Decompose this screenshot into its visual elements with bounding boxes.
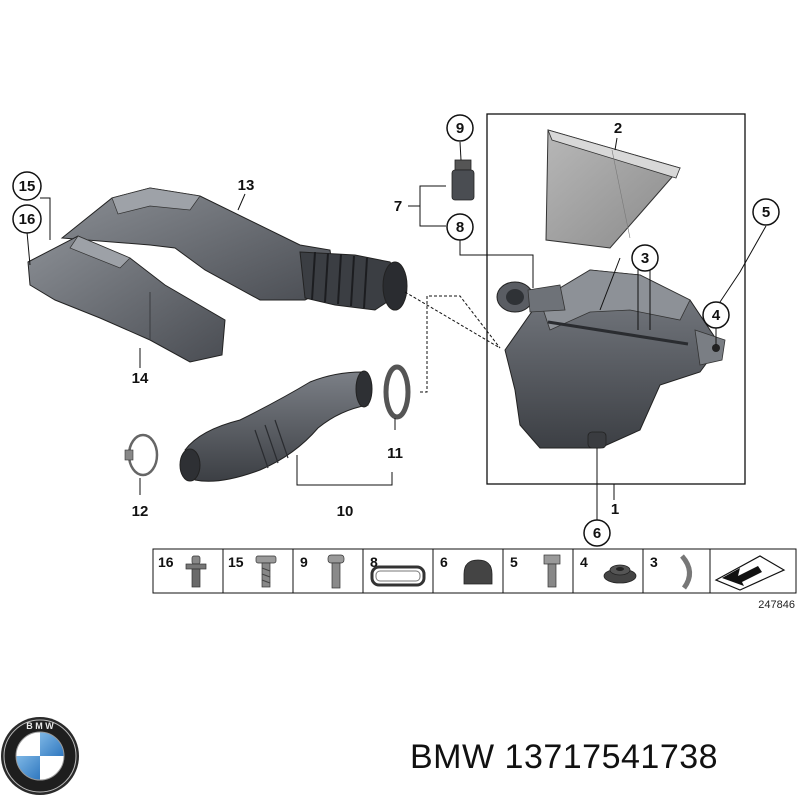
push-rivet-icon bbox=[185, 555, 207, 588]
svg-text:1: 1 bbox=[611, 501, 619, 518]
svg-text:14: 14 bbox=[132, 370, 149, 387]
callout-15: 15 bbox=[12, 171, 42, 201]
seal-ring bbox=[383, 364, 411, 420]
duct-cover bbox=[27, 235, 226, 363]
air-filter-element bbox=[545, 129, 681, 249]
intake-hose bbox=[179, 370, 373, 482]
callout-12: 12 bbox=[132, 503, 149, 520]
grommet-icon bbox=[603, 564, 637, 584]
bolt-icon bbox=[327, 554, 345, 589]
drawing-number: 247846 bbox=[758, 599, 795, 611]
hex-bolt-icon bbox=[543, 554, 561, 588]
strip-label-15: 15 bbox=[228, 554, 244, 570]
callout-10: 10 bbox=[337, 503, 354, 520]
rubber-mount-icon bbox=[463, 559, 493, 585]
filter-housing-frame bbox=[486, 113, 746, 485]
seal-ring-icon bbox=[370, 565, 426, 587]
clip-icon bbox=[680, 554, 692, 590]
hose-clamp bbox=[124, 433, 159, 477]
bmw-logo-icon: B M W bbox=[1, 717, 79, 795]
air-filter-housing bbox=[496, 269, 726, 449]
callout-5: 5 bbox=[752, 198, 780, 226]
callout-4: 4 bbox=[702, 301, 730, 329]
svg-text:7: 7 bbox=[394, 198, 402, 215]
part-number: 13717541738 bbox=[504, 738, 719, 776]
callout-1: 1 bbox=[611, 501, 619, 518]
strip-label-6: 6 bbox=[440, 554, 448, 570]
sensor-part bbox=[451, 159, 475, 201]
callout-2: 2 bbox=[614, 120, 622, 137]
brand-part-number: BMW 13717541738 bbox=[410, 738, 718, 777]
svg-text:15: 15 bbox=[19, 178, 36, 195]
svg-text:2: 2 bbox=[614, 120, 622, 137]
svg-text:12: 12 bbox=[132, 503, 149, 520]
svg-text:6: 6 bbox=[593, 525, 601, 542]
callout-14: 14 bbox=[132, 370, 149, 387]
svg-text:16: 16 bbox=[19, 211, 36, 228]
callout-3: 3 bbox=[631, 244, 659, 272]
svg-text:11: 11 bbox=[387, 445, 403, 462]
svg-text:5: 5 bbox=[762, 204, 770, 221]
callout-6: 6 bbox=[583, 519, 611, 547]
strip-label-3: 3 bbox=[650, 554, 658, 570]
svg-text:4: 4 bbox=[712, 307, 721, 324]
intake-duct bbox=[60, 187, 408, 311]
svg-text:B M W: B M W bbox=[26, 721, 54, 731]
callout-8: 8 bbox=[446, 213, 474, 241]
svg-text:13: 13 bbox=[238, 177, 255, 194]
strip-label-4: 4 bbox=[580, 554, 588, 570]
strip-label-16: 16 bbox=[158, 554, 174, 570]
duct-bellows bbox=[299, 251, 408, 311]
svg-text:9: 9 bbox=[456, 120, 464, 137]
callout-9: 9 bbox=[446, 114, 474, 142]
callout-16: 16 bbox=[12, 204, 42, 234]
brand-name: BMW bbox=[410, 738, 495, 776]
svg-text:3: 3 bbox=[641, 250, 649, 267]
strip-label-8: 8 bbox=[370, 554, 378, 570]
svg-text:10: 10 bbox=[337, 503, 354, 520]
callout-13: 13 bbox=[238, 177, 255, 194]
screw-icon bbox=[255, 555, 277, 588]
svg-text:8: 8 bbox=[456, 219, 464, 236]
strip-label-5: 5 bbox=[510, 554, 518, 570]
callout-7: 7 bbox=[394, 198, 402, 215]
parts-strip: 16 15 9 8 6 5 4 3 bbox=[152, 548, 797, 594]
leader-lines bbox=[26, 137, 767, 520]
strip-label-9: 9 bbox=[300, 554, 308, 570]
callout-11: 11 bbox=[387, 445, 403, 462]
direction-arrow-icon bbox=[714, 555, 786, 591]
